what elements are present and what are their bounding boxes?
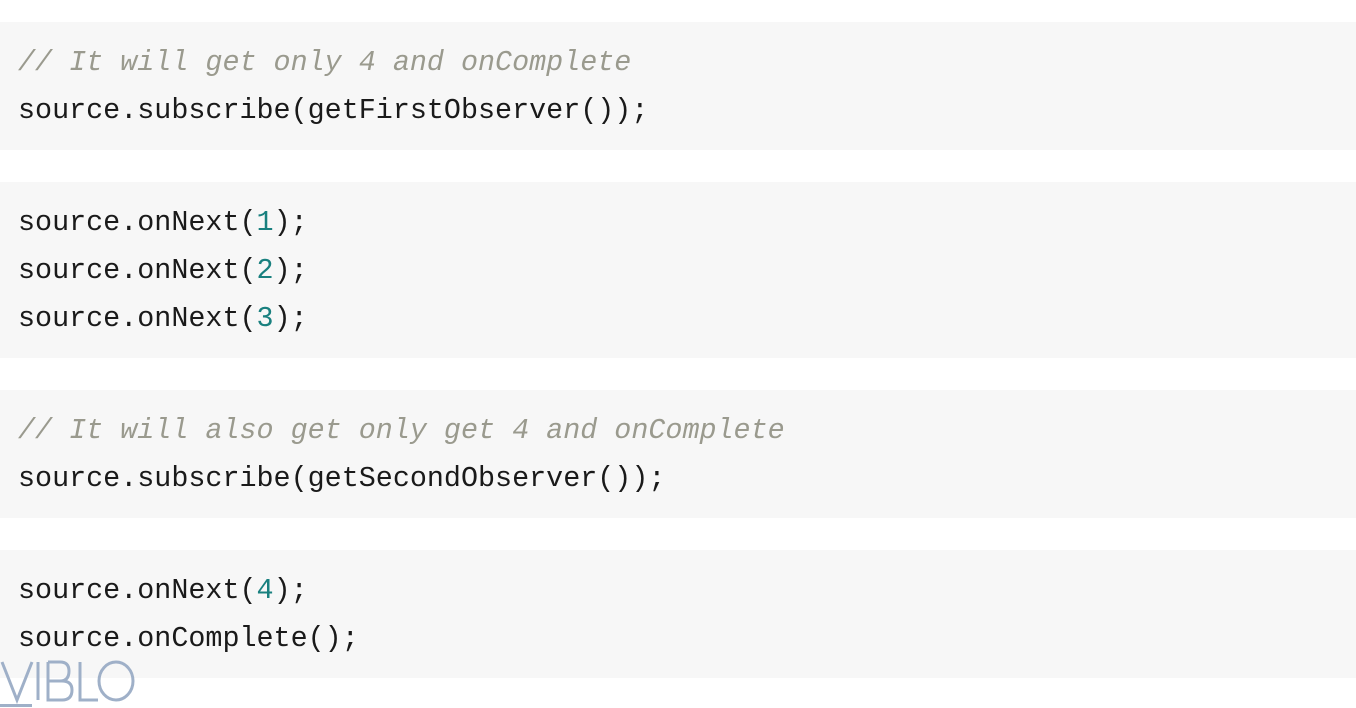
code-block-1: // It will get only 4 and onComplete sou… [0, 22, 1356, 150]
code-call: source.onNext( [18, 574, 257, 607]
code-line: source.onComplete(); [18, 622, 359, 655]
code-block-3: // It will also get only get 4 and onCom… [0, 390, 1356, 518]
code-punct: ); [273, 206, 308, 239]
code-number: 1 [256, 206, 274, 239]
code-block-4: source.onNext(4); source.onComplete(); [0, 550, 1356, 678]
code-line: source.onNext(4); [18, 567, 1356, 615]
code-line: source.subscribe(getFirstObserver()); [18, 94, 649, 127]
code-call: source.onNext( [18, 254, 257, 287]
code-punct: ); [273, 254, 308, 287]
code-line: source.onNext(1); [18, 199, 1356, 247]
code-number: 3 [256, 302, 274, 335]
code-punct: ); [273, 302, 308, 335]
code-line: source.subscribe(getSecondObserver()); [18, 462, 666, 495]
code-line: source.onNext(3); [18, 295, 1356, 343]
code-line: source.onNext(2); [18, 247, 1356, 295]
code-number: 2 [256, 254, 274, 287]
viblo-logo-icon [0, 656, 140, 708]
code-number: 4 [256, 574, 274, 607]
code-call: source.onNext( [18, 302, 257, 335]
code-comment: // It will also get only get 4 and onCom… [18, 414, 785, 447]
code-comment: // It will get only 4 and onComplete [18, 46, 632, 79]
code-punct: ); [273, 574, 308, 607]
code-block-2: source.onNext(1); source.onNext(2); sour… [0, 182, 1356, 358]
code-call: source.onNext( [18, 206, 257, 239]
